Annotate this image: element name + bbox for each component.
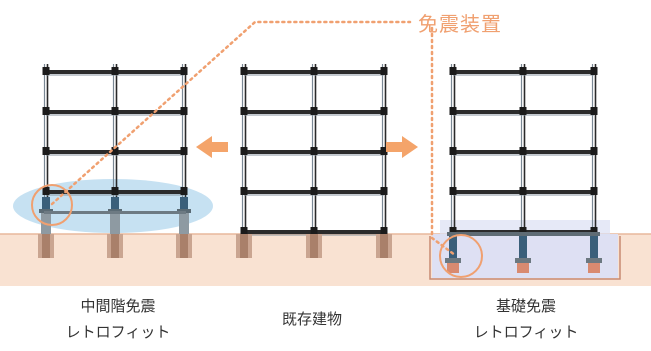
building-mid-story-retrofit	[38, 64, 192, 258]
caption-line: レトロフィット	[65, 323, 171, 341]
isolator	[519, 236, 527, 258]
caption-mid-story-isolation: 中間階免震 レトロフィット	[58, 293, 178, 345]
building-existing	[236, 64, 392, 258]
caption-line: 基礎免震	[495, 297, 556, 315]
footing	[517, 263, 529, 273]
caption-line: 既存建物	[281, 310, 342, 328]
isolator	[42, 197, 50, 209]
caption-base-isolation: 基礎免震 レトロフィット	[466, 293, 586, 345]
footing	[588, 263, 600, 273]
isolator-highlight-left	[31, 184, 73, 226]
arrow-right-icon	[386, 136, 418, 158]
isolator-highlight-right	[439, 234, 483, 278]
caption-existing-building: 既存建物	[252, 306, 372, 332]
arrow-left-icon	[196, 136, 228, 158]
seismic-isolator-label: 免震装置	[418, 12, 502, 36]
callout-leader-lines	[50, 20, 457, 257]
isolator	[449, 236, 457, 258]
footing	[447, 263, 459, 273]
isolator	[111, 197, 119, 209]
caption-line: 中間階免震	[80, 297, 156, 315]
caption-line: レトロフィット	[473, 323, 579, 341]
isolator	[590, 236, 598, 258]
building-base-retrofit	[445, 64, 602, 273]
isolator	[180, 197, 188, 209]
